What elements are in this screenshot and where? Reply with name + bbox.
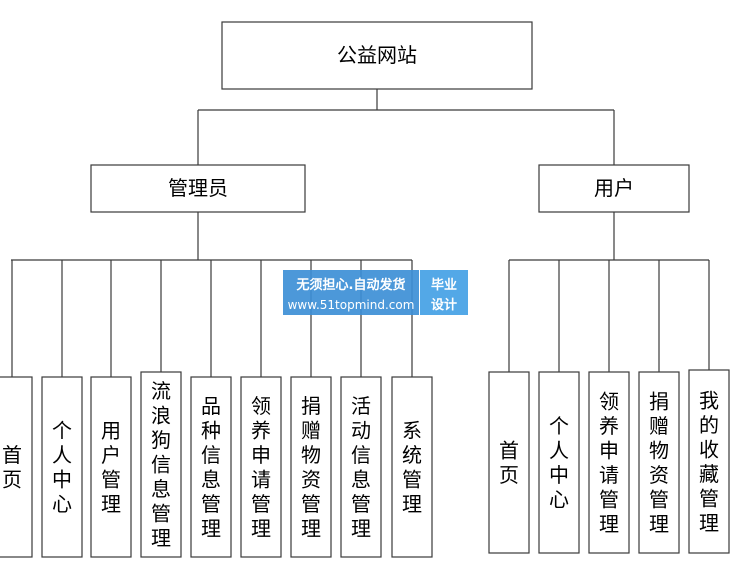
admin-child-4-box [190,376,232,558]
user-child-0: 首页 [488,371,530,554]
admin-child-3-box [140,371,182,558]
admin-child-7-box [340,376,382,558]
admin-child-3-label: 流浪狗信息管理 [151,379,171,550]
admin-child-8-label: 系统管理 [402,418,422,516]
user-child-4-box [688,369,730,554]
admin-child-2-box [90,376,132,558]
admin-child-3: 流浪狗信息管理 [140,371,182,558]
admin-child-0-label: 首页 [2,443,22,492]
admin-child-7-label: 活动信息管理 [351,394,371,541]
user-child-0-box [488,371,530,554]
admin-child-0-box [0,376,33,558]
user-node-box [538,164,690,213]
connector-lines [11,89,710,377]
user-child-2-label: 领养申请管理 [599,389,619,536]
user-node-label: 用户 [594,176,634,200]
watermark-line2: www.51topmind.com [288,298,415,312]
admin-child-1-label: 个人中心 [52,418,72,516]
admin-child-4: 品种信息管理 [190,376,232,558]
admin-child-7: 活动信息管理 [340,376,382,558]
user-child-3: 捐赠物资管理 [638,371,680,554]
admin-child-4-label: 品种信息管理 [201,394,221,541]
admin-child-8: 系统管理 [391,376,433,558]
watermark-box [283,270,419,315]
user-child-1: 个人中心 [538,371,580,554]
user-child-1-label: 个人中心 [549,414,569,512]
user-child-3-label: 捐赠物资管理 [649,389,669,536]
admin-node-box [90,164,306,213]
admin-child-8-box [391,376,433,558]
user-child-0-label: 首页 [499,438,519,487]
user-child-1-box [538,371,580,554]
watermark-line1: 无须担心.自动发货 [296,277,406,293]
admin-child-6: 捐赠物资管理 [290,376,332,558]
user-child-4-label: 我的收藏管理 [699,388,719,535]
root-node: 公益网站 [221,21,533,90]
admin-node-label: 管理员 [168,176,228,200]
admin-child-2: 用户管理 [90,376,132,558]
admin-child-0: 首页 [0,376,33,558]
admin-child-2-label: 用户管理 [101,418,121,516]
admin-child-1-box [41,376,83,558]
user-node: 用户 [538,164,690,213]
admin-child-5-label: 领养申请管理 [251,394,271,541]
user-child-4: 我的收藏管理 [688,369,730,554]
admin-child-6-box [290,376,332,558]
admin-node: 管理员 [90,164,306,213]
watermark-badge-line2: 设计 [431,297,457,313]
admin-child-5: 领养申请管理 [240,376,282,558]
admin-child-5-box [240,376,282,558]
admin-child-6-label: 捐赠物资管理 [301,394,321,541]
user-child-2: 领养申请管理 [588,371,630,554]
watermark-badge-line1: 毕业 [431,277,457,293]
root-node-box [221,21,533,90]
watermark-badge [420,270,468,315]
user-child-2-box [588,371,630,554]
admin-child-1: 个人中心 [41,376,83,558]
root-node-label: 公益网站 [337,43,417,67]
user-child-3-box [638,371,680,554]
